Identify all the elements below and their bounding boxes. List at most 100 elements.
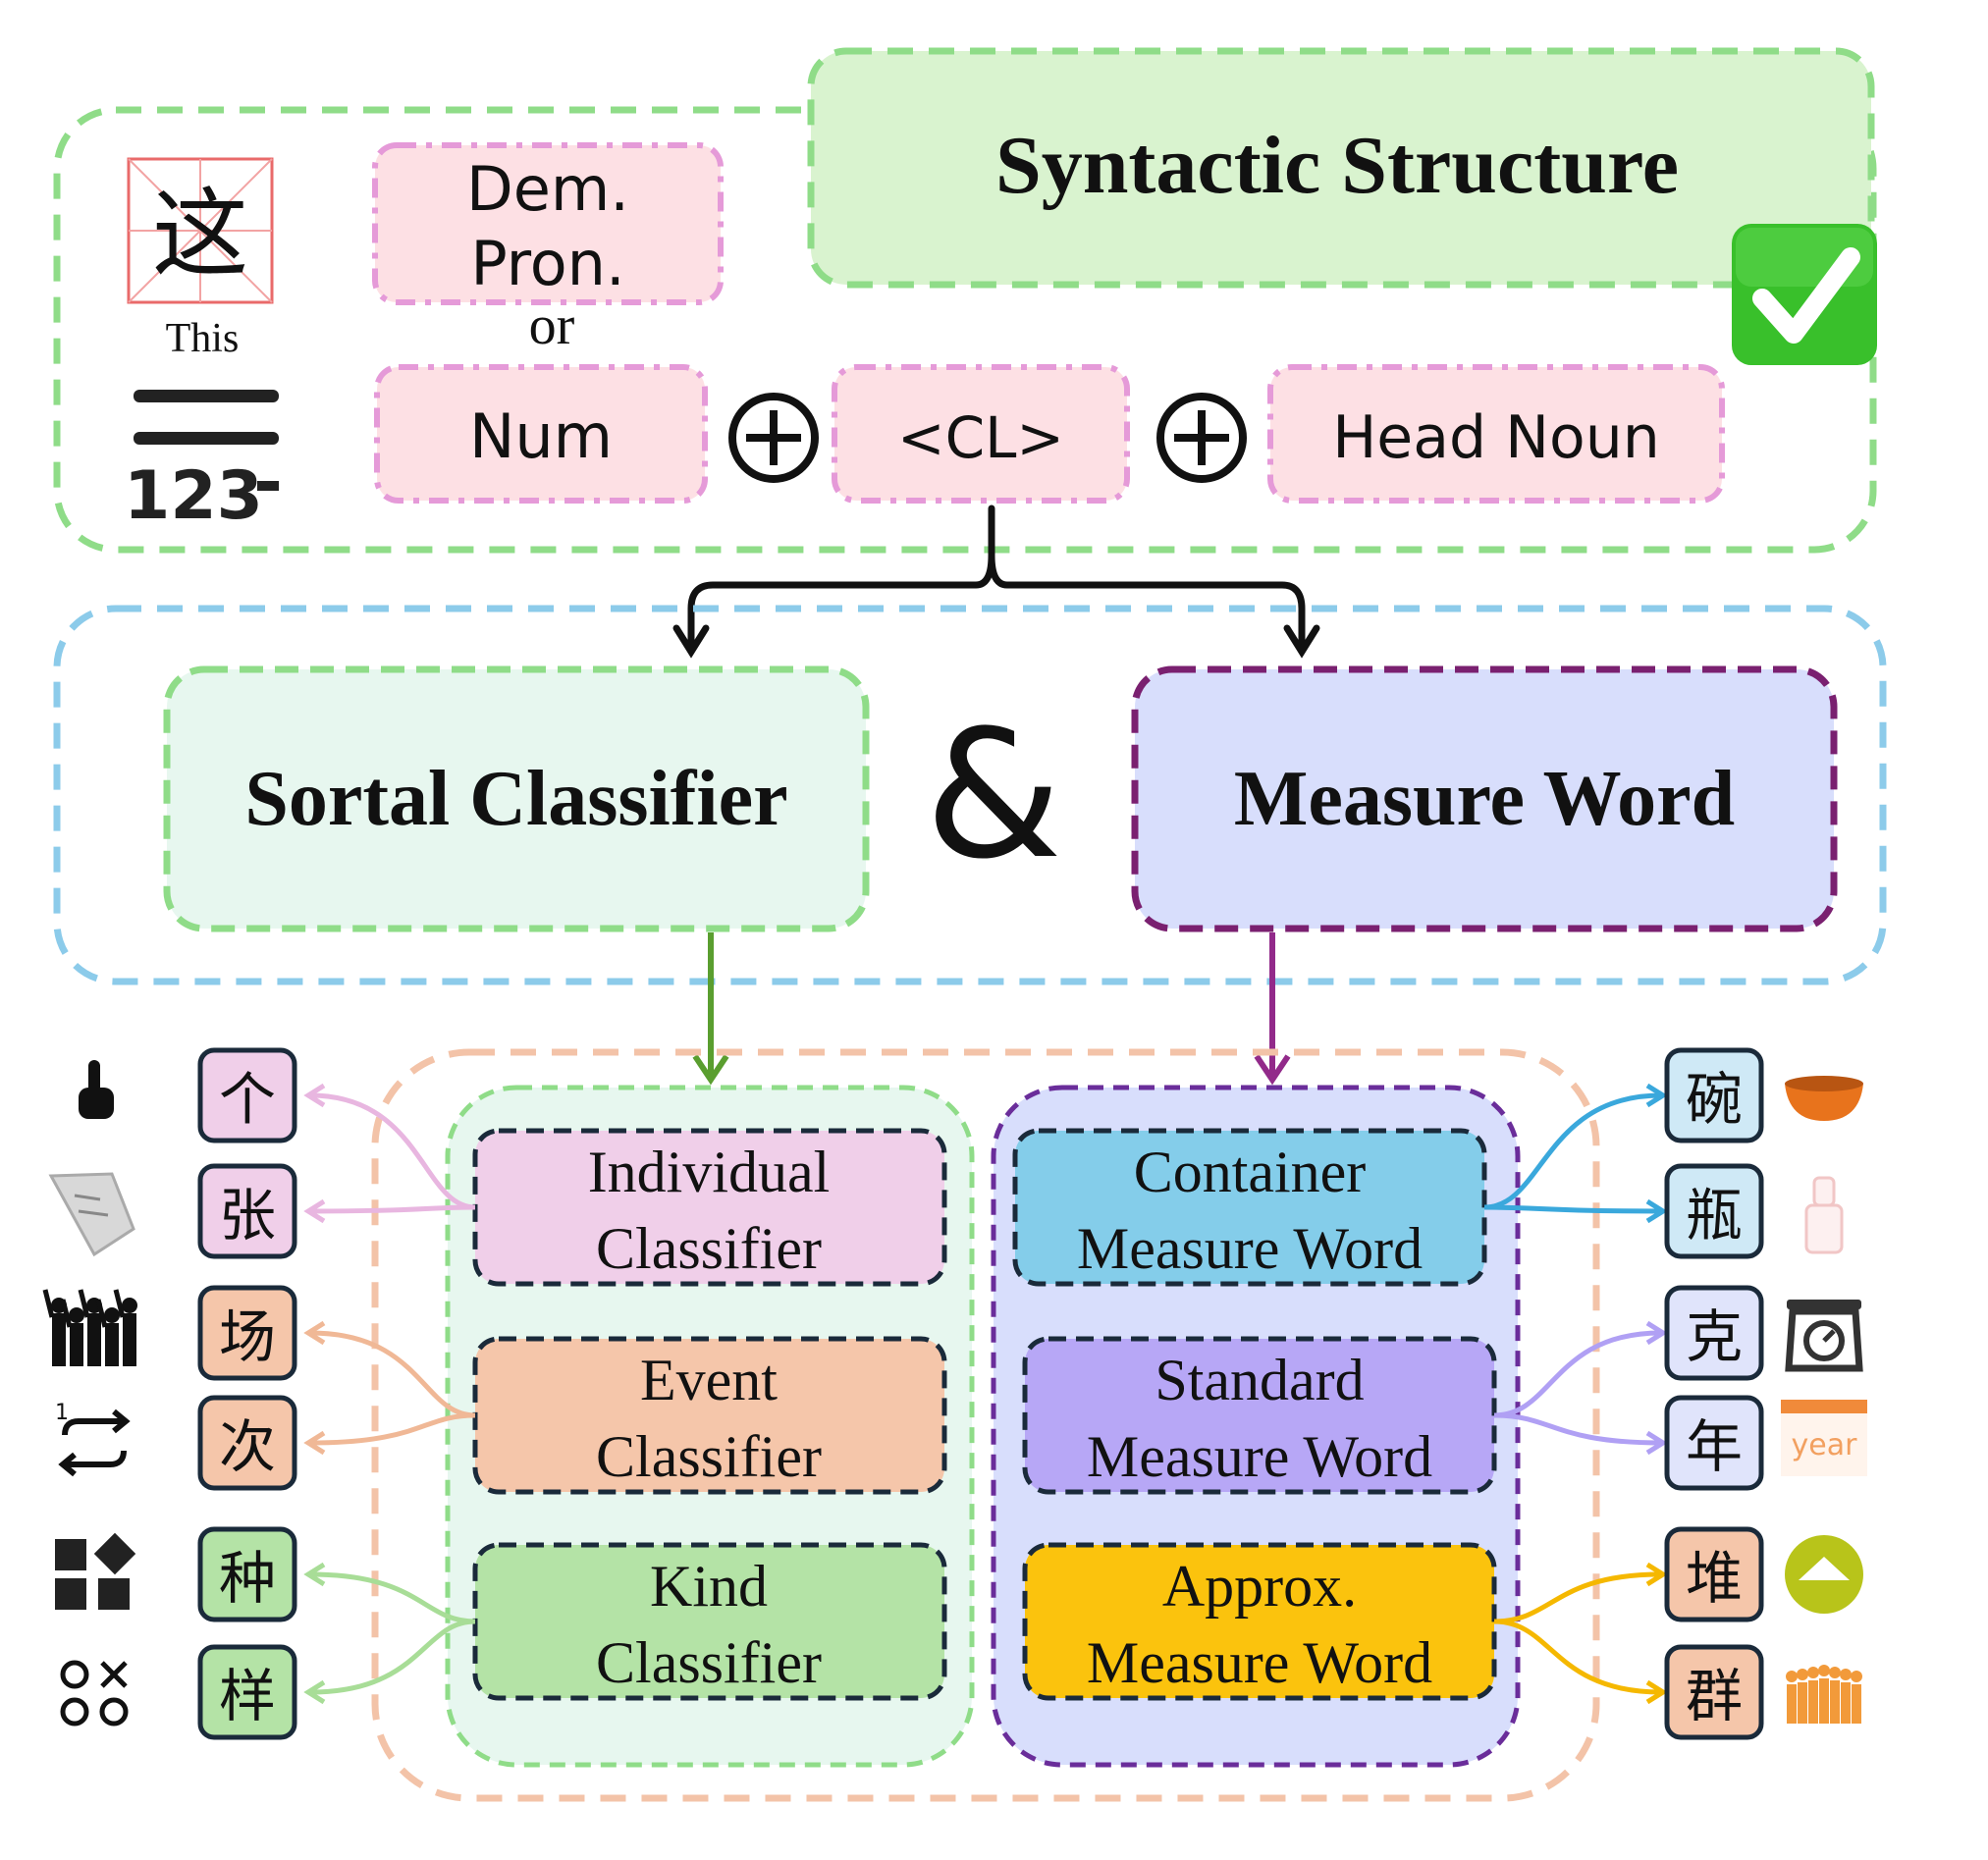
- arrow-head: [1645, 1430, 1668, 1456]
- chinese-character-grid-icon: 这: [127, 157, 274, 304]
- num-box: [374, 364, 708, 504]
- syntactic-structure-title: Syntactic Structure: [995, 120, 1679, 211]
- example-character: 场: [219, 1303, 276, 1370]
- character-zhe: 这: [152, 179, 248, 291]
- example-character-box: 次: [197, 1395, 297, 1491]
- head-noun-label: Head Noun: [1332, 403, 1660, 472]
- arrow-head: [1645, 1198, 1668, 1224]
- num-label: Num: [469, 400, 613, 472]
- crowd-icon: [1786, 1665, 1862, 1724]
- arrow-head: [1645, 1679, 1668, 1705]
- scale-icon: [1785, 1300, 1863, 1372]
- cl-label: <CL>: [897, 404, 1064, 471]
- example-connector: [1493, 1412, 1662, 1446]
- cl-box: [832, 364, 1130, 504]
- measure-word-box: [1131, 665, 1838, 932]
- sortal-classifier-box: [163, 665, 870, 932]
- shapes-icon: [55, 1532, 136, 1610]
- measure-subtype-label: Measure Word: [1077, 1216, 1423, 1281]
- example-connector: [1493, 1571, 1662, 1624]
- ampersand: &: [925, 693, 1062, 898]
- dem-pron-line2: Pron.: [470, 228, 624, 299]
- example-character-box: 年: [1664, 1395, 1764, 1491]
- character-gloss: This: [166, 316, 240, 361]
- repeat-icon: 1: [55, 1401, 131, 1477]
- symbols-icon: [60, 1660, 129, 1727]
- measure-subtype-label: Measure Word: [1087, 1424, 1432, 1489]
- example-character-box: 张: [197, 1163, 297, 1259]
- arrow-head: [303, 1679, 326, 1705]
- example-character: 群: [1686, 1663, 1743, 1729]
- arrow-head: [303, 1430, 326, 1456]
- example-character-box: 克: [1664, 1285, 1764, 1381]
- check-mark-icon: [1732, 224, 1877, 365]
- classifier-subtype-label: Individual: [588, 1140, 831, 1204]
- dem-pron-line1: Dem.: [466, 153, 629, 225]
- example-character-box: 群: [1664, 1644, 1764, 1740]
- arrow-head: [303, 1562, 326, 1587]
- paper-sheet-icon: [48, 1172, 135, 1257]
- measure-down-arrow: [1254, 932, 1291, 1086]
- classifier-subtype-label: Event: [640, 1348, 778, 1412]
- subtypes-outer-box: [371, 1048, 1600, 1802]
- example-connector: [309, 1571, 476, 1624]
- example-character-box: 堆: [1664, 1526, 1764, 1622]
- head-noun-box: [1267, 364, 1725, 504]
- example-connector: [1483, 1092, 1662, 1210]
- example-connector: [309, 1204, 476, 1214]
- example-character: 样: [219, 1663, 276, 1729]
- classifier-subtype-label: Classifier: [596, 1216, 822, 1281]
- example-connector: [309, 1412, 476, 1446]
- dem-pron-box: [372, 142, 724, 305]
- example-character: 克: [1686, 1303, 1743, 1370]
- syntactic-structure-box: [807, 47, 1875, 289]
- classifier-subtype-label: Classifier: [596, 1630, 822, 1695]
- example-connector: [309, 1330, 476, 1418]
- example-character-box: 碗: [1664, 1047, 1764, 1143]
- year-icon-text: year: [1792, 1428, 1858, 1462]
- example-character-box: 个: [197, 1047, 297, 1143]
- numbers-icon: 123: [124, 390, 279, 535]
- example-character-box: 场: [197, 1285, 297, 1381]
- svg-text:123: 123: [124, 457, 263, 535]
- example-character-box: 瓶: [1664, 1163, 1764, 1259]
- measure-subtype-label: Measure Word: [1087, 1630, 1432, 1695]
- example-character: 种: [219, 1545, 276, 1612]
- example-character: 瓶: [1686, 1182, 1743, 1249]
- classifier-subtype-label: Kind: [650, 1554, 768, 1619]
- arrow-head: [303, 1198, 326, 1224]
- sortal-down-arrow: [692, 932, 729, 1086]
- example-connector: [1483, 1204, 1662, 1214]
- pile-icon: [1785, 1535, 1863, 1614]
- svg-text:1: 1: [55, 1401, 69, 1425]
- arrow-head: [1645, 1083, 1668, 1108]
- example-connector: [309, 1092, 476, 1210]
- example-connector: [1493, 1619, 1662, 1695]
- cl-branch-arrows: [672, 505, 1320, 659]
- example-character: 次: [219, 1413, 276, 1480]
- sortal-classifier-label: Sortal Classifier: [244, 756, 787, 842]
- arrow-head: [303, 1320, 326, 1346]
- example-character: 张: [219, 1182, 276, 1249]
- plus-icon: [1156, 393, 1247, 483]
- pointing-hand-icon: [79, 1060, 114, 1119]
- plus-icon: [728, 393, 819, 483]
- classifier-subtype-label: Classifier: [596, 1424, 822, 1489]
- example-character: 碗: [1686, 1066, 1743, 1133]
- example-character: 堆: [1686, 1545, 1743, 1612]
- measure-subtype-label: Standard: [1155, 1348, 1364, 1412]
- arrow-head: [1645, 1320, 1668, 1346]
- bowl-icon: [1785, 1076, 1863, 1121]
- crowd-celebration-icon: [42, 1289, 137, 1366]
- example-character-box: 样: [197, 1644, 297, 1740]
- or-label: or: [529, 295, 575, 356]
- example-connector: [1493, 1330, 1662, 1418]
- example-character: 年: [1686, 1413, 1743, 1480]
- arrow-head: [303, 1083, 326, 1108]
- measure-word-label: Measure Word: [1234, 756, 1735, 842]
- example-connector: [309, 1619, 476, 1695]
- arrow-head: [1645, 1562, 1668, 1587]
- example-character: 个: [219, 1066, 276, 1133]
- measure-subtype-label: Container: [1134, 1140, 1367, 1204]
